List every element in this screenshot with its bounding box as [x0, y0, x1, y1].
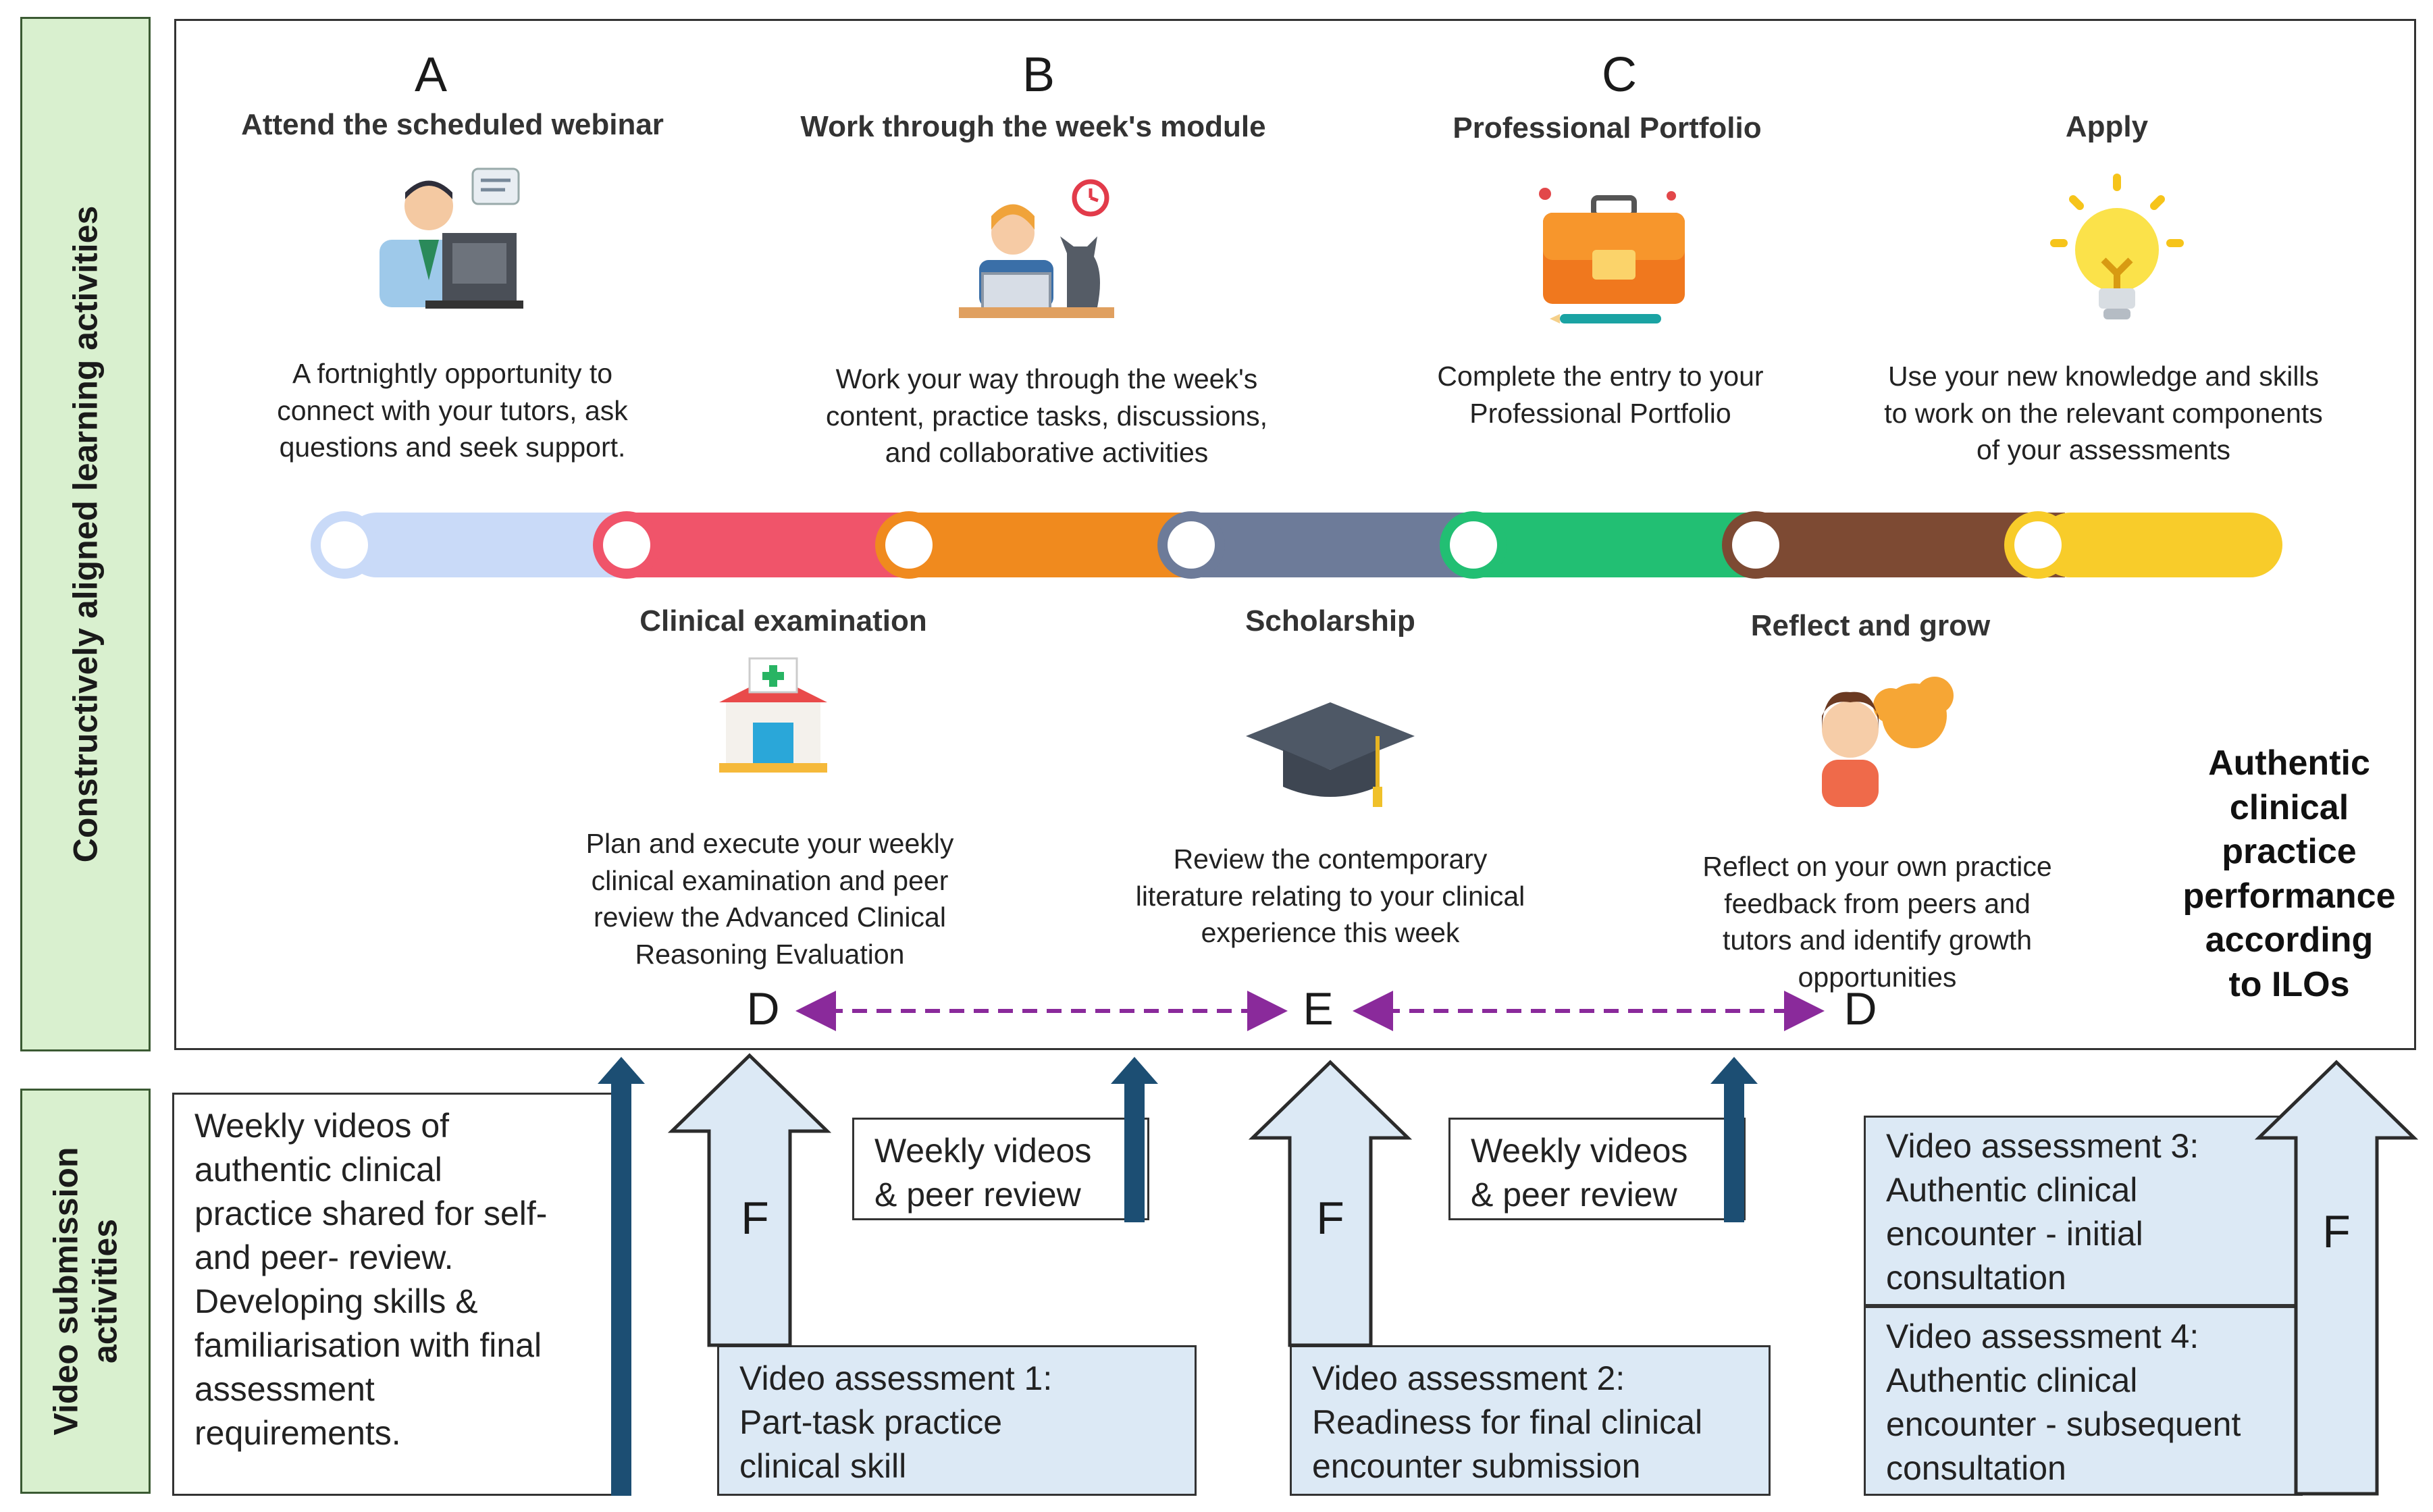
feedback-letter-2: F — [1316, 1193, 1344, 1244]
timeline-node — [321, 521, 368, 569]
feedback-arrow-2 — [1248, 1060, 1413, 1347]
step-b-title: Work through the week's module — [800, 110, 1266, 143]
weekly-peer-review-box-1: Weekly videos & peer review — [852, 1118, 1149, 1220]
briefcase-icon — [1539, 188, 1685, 323]
feedback-arrow-1 — [667, 1053, 832, 1347]
video-assessment-3-box: Video assessment 3: Authentic clinical e… — [1864, 1116, 2303, 1306]
video-assessment-2-box: Video assessment 2: Readiness for final … — [1290, 1345, 1771, 1496]
step-scholarship-title: Scholarship — [1245, 604, 1415, 637]
weekly-videos-main-box: Weekly videos of authentic clinical prac… — [172, 1093, 614, 1496]
thinking-person-icon — [1822, 677, 1954, 807]
authentic-practice-label: Authentic clinical practice performance … — [2182, 744, 2396, 1004]
video-assessment-4-box: Video assessment 4: Authentic clinical e… — [1864, 1306, 2303, 1496]
step-a-description: A fortnightly opportunity to connect wit… — [277, 358, 628, 463]
dark-arrow-2 — [1111, 1057, 1158, 1222]
step-clinical-description: Plan and execute your weekly clinical ex… — [585, 828, 954, 970]
step-reflect-title: Reflect and grow — [1750, 609, 1991, 642]
step-b-description: Work your way through the week's content… — [825, 363, 1268, 469]
video-assessment-1-box: Video assessment 1: Part-task practice c… — [717, 1345, 1197, 1496]
timeline-node — [1450, 521, 1497, 569]
step-c-title: Professional Portfolio — [1453, 111, 1762, 145]
timeline-segment — [344, 513, 654, 577]
sidebar-video-submission: Video submission activities — [20, 1089, 151, 1494]
weekly-peer-review-box-2: Weekly videos & peer review — [1448, 1118, 1746, 1220]
step-clinical-title: Clinical examination — [639, 604, 927, 637]
step-a-title: Attend the scheduled webinar — [241, 108, 664, 141]
cycle-letter-d2: D — [1843, 983, 1877, 1035]
student-laptop-icon — [959, 179, 1114, 318]
timeline-node — [1732, 521, 1779, 569]
sidebar-learning-activities: Constructively aligned learning activiti… — [20, 17, 151, 1051]
feedback-letter-3: F — [2322, 1206, 2351, 1257]
timeline-segment — [2038, 513, 2282, 577]
step-reflect-description: Reflect on your own practice feedback fr… — [1702, 851, 2052, 993]
step-apply-description: Use your new knowledge and skills to wor… — [1884, 361, 2323, 466]
dark-arrow-1 — [598, 1057, 645, 1496]
tutor-computer-icon — [380, 167, 523, 309]
timeline-node — [1168, 521, 1215, 569]
step-c-description: Complete the entry to your Professional … — [1437, 361, 1764, 429]
step-c-letter: C — [1602, 48, 1637, 102]
cycle-letter-d1: D — [746, 983, 780, 1035]
feedback-arrow-3 — [2254, 1060, 2419, 1496]
dark-arrow-3 — [1710, 1057, 1758, 1222]
feedback-letter-1: F — [741, 1193, 769, 1244]
timeline-node — [885, 521, 933, 569]
lightbulb-icon — [2050, 174, 2184, 319]
step-apply-title: Apply — [2065, 110, 2149, 143]
cycle-letter-e: E — [1303, 983, 1334, 1035]
graduation-cap-icon — [1246, 702, 1415, 807]
clinic-icon — [719, 657, 827, 773]
timeline-node — [2014, 521, 2062, 569]
timeline-node — [603, 521, 650, 569]
step-a-letter: A — [414, 48, 448, 102]
step-b-letter: B — [1022, 48, 1055, 102]
learning-activities-frame — [174, 19, 2416, 1050]
step-scholarship-description: Review the contemporary literature relat… — [1135, 843, 1525, 949]
timeline-bar — [311, 511, 2282, 579]
